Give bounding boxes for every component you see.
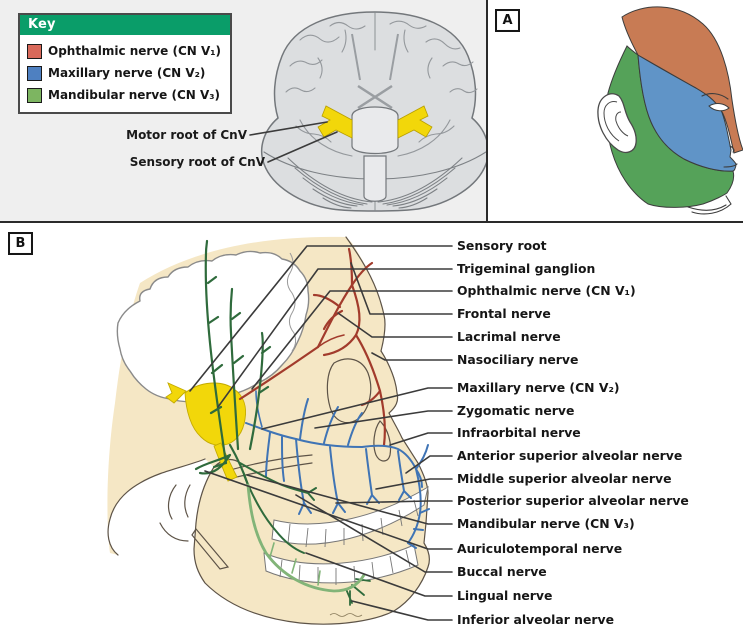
ophthalmic-color-swatch <box>27 43 42 59</box>
inferior-alveolar-twigs <box>269 542 321 586</box>
ear <box>597 93 637 154</box>
leader-posterior-superior-alveolar <box>335 500 453 504</box>
label-lingual-nerve: Lingual nerve <box>457 588 552 603</box>
ophthalmic-region <box>621 6 743 154</box>
leader-middle-superior-alveolar <box>375 478 453 490</box>
inferior-alveolar-nerve-path <box>246 483 366 593</box>
trigeminal-root-left <box>317 105 353 139</box>
label-zygomatic-nerve: Zygomatic nerve <box>457 403 574 418</box>
key-item-mandibular: Mandibular nerve (CN V₃) <box>27 84 223 106</box>
label-mandibular-nerve: Mandibular nerve (CN V₃) <box>457 516 635 531</box>
panel-divider-vertical <box>486 0 488 222</box>
panel-divider-horizontal <box>0 221 743 223</box>
label-lacrimal-nerve: Lacrimal nerve <box>457 329 561 344</box>
leader-trigeminal-ganglion <box>217 268 453 408</box>
leader-lingual <box>305 552 453 597</box>
chin-neck-line <box>687 195 732 215</box>
skull-illustration: Sensory root Trigeminal ganglion Ophthal… <box>107 236 689 627</box>
leader-lacrimal <box>337 312 453 338</box>
maxillary-color-swatch <box>27 65 42 81</box>
brain-leader-lines <box>249 121 338 163</box>
ear-canal-lines <box>159 484 191 542</box>
trigeminal-ganglion-shape <box>184 382 246 446</box>
mandibular-branches <box>194 239 371 606</box>
panel-b-nerve-branches: Sensory root Trigeminal ganglion Ophthal… <box>0 223 743 639</box>
pons <box>351 106 399 155</box>
leader-motor-root <box>249 121 328 136</box>
label-middle-superior-alveolar-nerve: Middle superior alveolar nerve <box>457 471 672 486</box>
key-item-label: Ophthalmic nerve (CN V₁) <box>48 44 222 58</box>
label-posterior-superior-alveolar-nerve: Posterior superior alveolar nerve <box>457 493 689 508</box>
nerve-labels: Sensory root Trigeminal ganglion Ophthal… <box>457 238 689 627</box>
leader-frontal <box>350 262 453 315</box>
mandibular-color-swatch <box>27 87 42 103</box>
leader-maxillary <box>261 387 453 430</box>
cerebellum-folia <box>287 157 463 209</box>
label-nasociliary-nerve: Nasociliary nerve <box>457 352 578 367</box>
face-feature-lines <box>687 93 738 215</box>
key-item-label: Mandibular nerve (CN V₃) <box>48 88 221 102</box>
label-trigeminal-ganglion: Trigeminal ganglion <box>457 261 595 276</box>
medulla <box>363 155 387 202</box>
eye <box>708 103 730 112</box>
label-infraorbital-nerve: Infraorbital nerve <box>457 425 581 440</box>
illustrator-signature <box>329 613 363 617</box>
label-inferior-alveolar-nerve: Inferior alveolar nerve <box>457 612 614 627</box>
panel-a-dermatomes: A <box>488 0 743 221</box>
label-maxillary-nerve: Maxillary nerve (CN V₂) <box>457 380 620 395</box>
label-buccal-nerve: Buccal nerve <box>457 564 547 579</box>
face-illustration <box>597 6 743 215</box>
leader-zygomatic <box>314 410 453 429</box>
styloid-process <box>191 528 230 570</box>
label-anterior-superior-alveolar-nerve: Anterior superior alveolar nerve <box>457 448 682 463</box>
leader-lines <box>189 245 453 621</box>
cerebral-gyri <box>285 20 478 143</box>
key-items: Ophthalmic nerve (CN V₁) Maxillary nerve… <box>20 35 230 112</box>
leader-auriculotemporal <box>204 470 453 550</box>
leader-sensory-root <box>189 245 453 392</box>
panel-a-tag: A <box>495 9 520 32</box>
leader-anterior-superior-alveolar <box>405 455 453 474</box>
panel-key-brain: Motor root of CnV Sensory root of CnV Ke… <box>0 0 486 221</box>
nasal-aperture <box>373 420 392 462</box>
optic-chiasm <box>351 33 399 110</box>
skull-outlines <box>107 236 430 625</box>
key-title: Key <box>20 15 230 35</box>
sensory-root-shape <box>165 382 187 404</box>
brain-illustration: Motor root of CnV Sensory root of CnV <box>126 11 486 212</box>
trigeminal-roots <box>317 105 433 139</box>
key-item-label: Maxillary nerve (CN V₂) <box>48 66 206 80</box>
leader-mandibular <box>246 474 453 525</box>
label-ophthalmic-nerve: Ophthalmic nerve (CN V₁) <box>457 283 636 298</box>
panel-b-tag: B <box>8 232 33 255</box>
key-item-maxillary: Maxillary nerve (CN V₂) <box>27 62 223 84</box>
trigeminal-root-right <box>397 105 433 139</box>
label-auriculotemporal-nerve: Auriculotemporal nerve <box>457 541 622 556</box>
lip-line <box>723 163 738 168</box>
leader-sensory-root <box>267 131 338 163</box>
leader-inferior-alveolar <box>351 600 453 621</box>
leader-ophthalmic <box>251 290 453 390</box>
key-legend: Key Ophthalmic nerve (CN V₁) Maxillary n… <box>18 13 232 114</box>
lower-teeth <box>263 544 419 584</box>
upper-teeth-lines <box>287 499 419 548</box>
key-item-ophthalmic: Ophthalmic nerve (CN V₁) <box>27 40 223 62</box>
leader-infraorbital <box>389 432 453 446</box>
ophthalmic-branches <box>238 247 386 447</box>
leader-buccal <box>295 494 453 573</box>
label-sensory-root: Sensory root <box>457 238 547 253</box>
label-frontal-nerve: Frontal nerve <box>457 306 551 321</box>
leader-nasociliary <box>371 352 453 361</box>
motor-root-label: Motor root of CnV <box>126 128 248 142</box>
upper-teeth <box>271 485 429 545</box>
nostril-line <box>729 145 735 153</box>
sensory-root-label: Sensory root of CnV <box>130 155 266 169</box>
